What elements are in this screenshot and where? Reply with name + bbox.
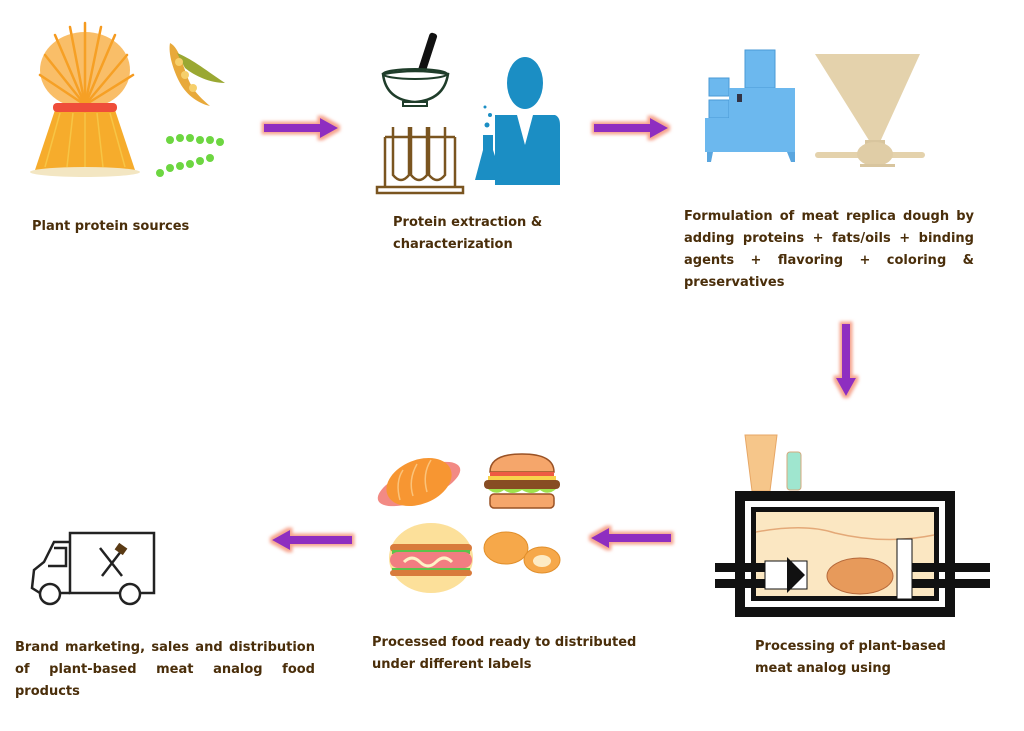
step-5-label: Processed food ready to distributed unde… <box>372 635 637 672</box>
sausage-roll-icon <box>377 457 461 507</box>
step-1-label: Plant protein sources <box>32 219 190 234</box>
arrow-right-2 <box>594 118 668 138</box>
arrow-down-3 <box>836 324 856 396</box>
test-tubes-rack-icon <box>375 127 465 195</box>
arrow-left-5 <box>272 530 352 550</box>
green-peas-icon <box>156 134 224 177</box>
arrow-left-4 <box>591 528 671 548</box>
burger-icon <box>484 453 560 509</box>
hotdog-icon <box>389 523 473 593</box>
delivery-truck-icon <box>30 531 156 606</box>
soybean-pod-icon <box>169 43 225 106</box>
step-3-label: Formulation of meat replica dough by add… <box>684 209 974 290</box>
arrow-right-1 <box>264 118 338 138</box>
step-4-label: Processing of plant-based meat analog us… <box>755 639 946 676</box>
step-6-label: Brand marketing, sales and distribution … <box>15 640 315 699</box>
nuggets-icon <box>483 531 561 574</box>
step-2-label: Protein extraction & characterization <box>393 215 543 252</box>
extrusion-chamber-icon <box>715 434 990 617</box>
mixer-machine-icon <box>705 49 795 162</box>
wheat-bundle-icon <box>30 21 140 177</box>
scientist-icon <box>475 57 560 185</box>
extruder-hopper-icon <box>815 54 925 167</box>
mortar-pestle-icon <box>381 32 450 107</box>
